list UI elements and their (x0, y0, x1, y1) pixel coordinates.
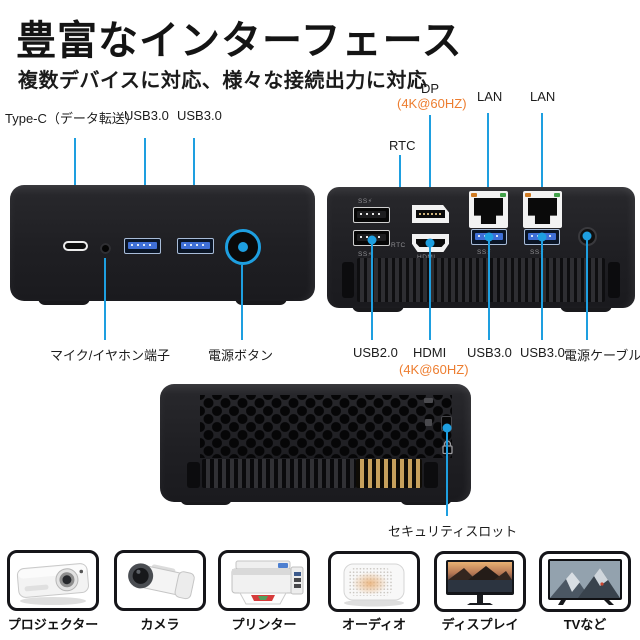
label-mic-jack: マイク/イヤホン端子 (50, 348, 170, 363)
label-lan-right: LAN (530, 89, 556, 104)
callout-line-usb3-right (541, 237, 543, 340)
display-monitor-icon (446, 559, 514, 605)
page-subtitle: 複数デバイスに対応、様々な接続出力に対応 (18, 70, 428, 92)
side-vent-grille (202, 459, 356, 488)
lan-led-green (554, 193, 560, 197)
rear-vent-block-left (342, 262, 354, 298)
label-dp: DP (421, 81, 440, 96)
callout-line-security-slot (446, 428, 448, 516)
label-printer: プリンター (231, 617, 297, 632)
label-rtc: RTC (389, 138, 416, 153)
callout-line-usb2 (371, 240, 373, 340)
label-usb2: USB2.0 (353, 345, 398, 360)
rtc-marking: RTC (391, 242, 406, 249)
callout-line-front-usb3-left (144, 138, 146, 231)
label-dp-resolution: (4K@60HZ) (397, 96, 467, 111)
callout-line-mic-jack (104, 258, 106, 340)
device-card-camera (114, 550, 206, 611)
audio-speaker-icon (343, 563, 405, 606)
usb3-port-front-right (177, 238, 214, 254)
camera-icon (128, 562, 195, 599)
lan-port-left (469, 191, 508, 228)
superspeed-marking-bottom: SS⚡ (358, 251, 373, 258)
label-camera: カメラ (140, 617, 180, 632)
label-tv: TVなど (563, 617, 607, 632)
callout-dot-power-button (238, 242, 248, 252)
label-power-button: 電源ボタン (208, 348, 274, 363)
label-rear-usb3-left: USB3.0 (467, 345, 512, 360)
usb3-port-front-left (124, 238, 161, 254)
label-display: ディスプレイ (441, 617, 519, 632)
label-projector: プロジェクター (7, 617, 99, 632)
chassis-marking (424, 398, 433, 403)
rear-vent-grille (357, 258, 605, 302)
rear-vent-block-right (608, 262, 620, 298)
mini-pc-side-panel (160, 384, 471, 502)
callout-line-power-button (241, 265, 243, 340)
lan-port-right (523, 191, 562, 228)
label-power-cable: 電源ケーブル (564, 348, 640, 363)
hdmi-marking: HDMI (417, 254, 436, 261)
label-front-usb3-right: USB3.0 (177, 108, 222, 123)
superspeed-marking-top: SS⚡ (358, 198, 373, 205)
callout-line-dp (429, 115, 431, 209)
label-security-slot: セキュリティスロット (388, 524, 518, 539)
mini-pc-front-panel (10, 185, 315, 301)
label-front-usb3-left: USB3.0 (124, 108, 169, 123)
callout-line-type-c (74, 138, 76, 231)
label-lan-left: LAN (477, 89, 503, 104)
device-card-display (434, 551, 526, 612)
power-button (225, 229, 261, 265)
side-vent-block-left (187, 462, 200, 488)
projector-icon (16, 562, 90, 605)
device-card-audio (328, 551, 420, 612)
label-hdmi: HDMI (413, 345, 447, 360)
headphone-jack-port (100, 243, 111, 254)
label-hdmi-resolution: (4K@60HZ) (399, 362, 469, 377)
callout-line-front-usb3-right (193, 138, 195, 231)
side-vent-block-right (424, 462, 438, 488)
usb-port-rear-top (353, 207, 390, 223)
lan-led-orange (471, 193, 477, 197)
callout-line-power-cable (586, 236, 588, 340)
side-vent-grille-gold (356, 459, 422, 488)
superspeed-marking-usb3-left: SS⚡ (477, 249, 492, 256)
callout-line-lan-right (541, 113, 543, 206)
printer-icon (231, 560, 304, 604)
device-card-printer (218, 550, 310, 611)
tv-icon (548, 558, 622, 605)
displayport-port (412, 205, 449, 223)
superspeed-marking-usb3-right: SS⚡ (530, 249, 545, 256)
label-type-c: Type-C（データ転送） (5, 111, 138, 126)
callout-line-lan-left (487, 113, 489, 206)
lan-led-orange (525, 193, 531, 197)
callout-line-usb3-left (488, 237, 490, 340)
device-card-projector (7, 550, 99, 611)
type-c-port (63, 241, 88, 251)
device-card-tv (539, 551, 631, 612)
label-audio: オーディオ (341, 617, 407, 632)
lan-led-green (500, 193, 506, 197)
mini-pc-rear-panel: SS⚡ SS⚡ RTC HDMI SS⚡ SS⚡ (327, 187, 635, 308)
chassis-marking (425, 419, 432, 426)
side-honeycomb-vents (200, 395, 452, 458)
label-rear-usb3-right: USB3.0 (520, 345, 565, 360)
callout-line-hdmi (429, 243, 431, 340)
page-title: 豊富なインターフェース (16, 19, 463, 63)
